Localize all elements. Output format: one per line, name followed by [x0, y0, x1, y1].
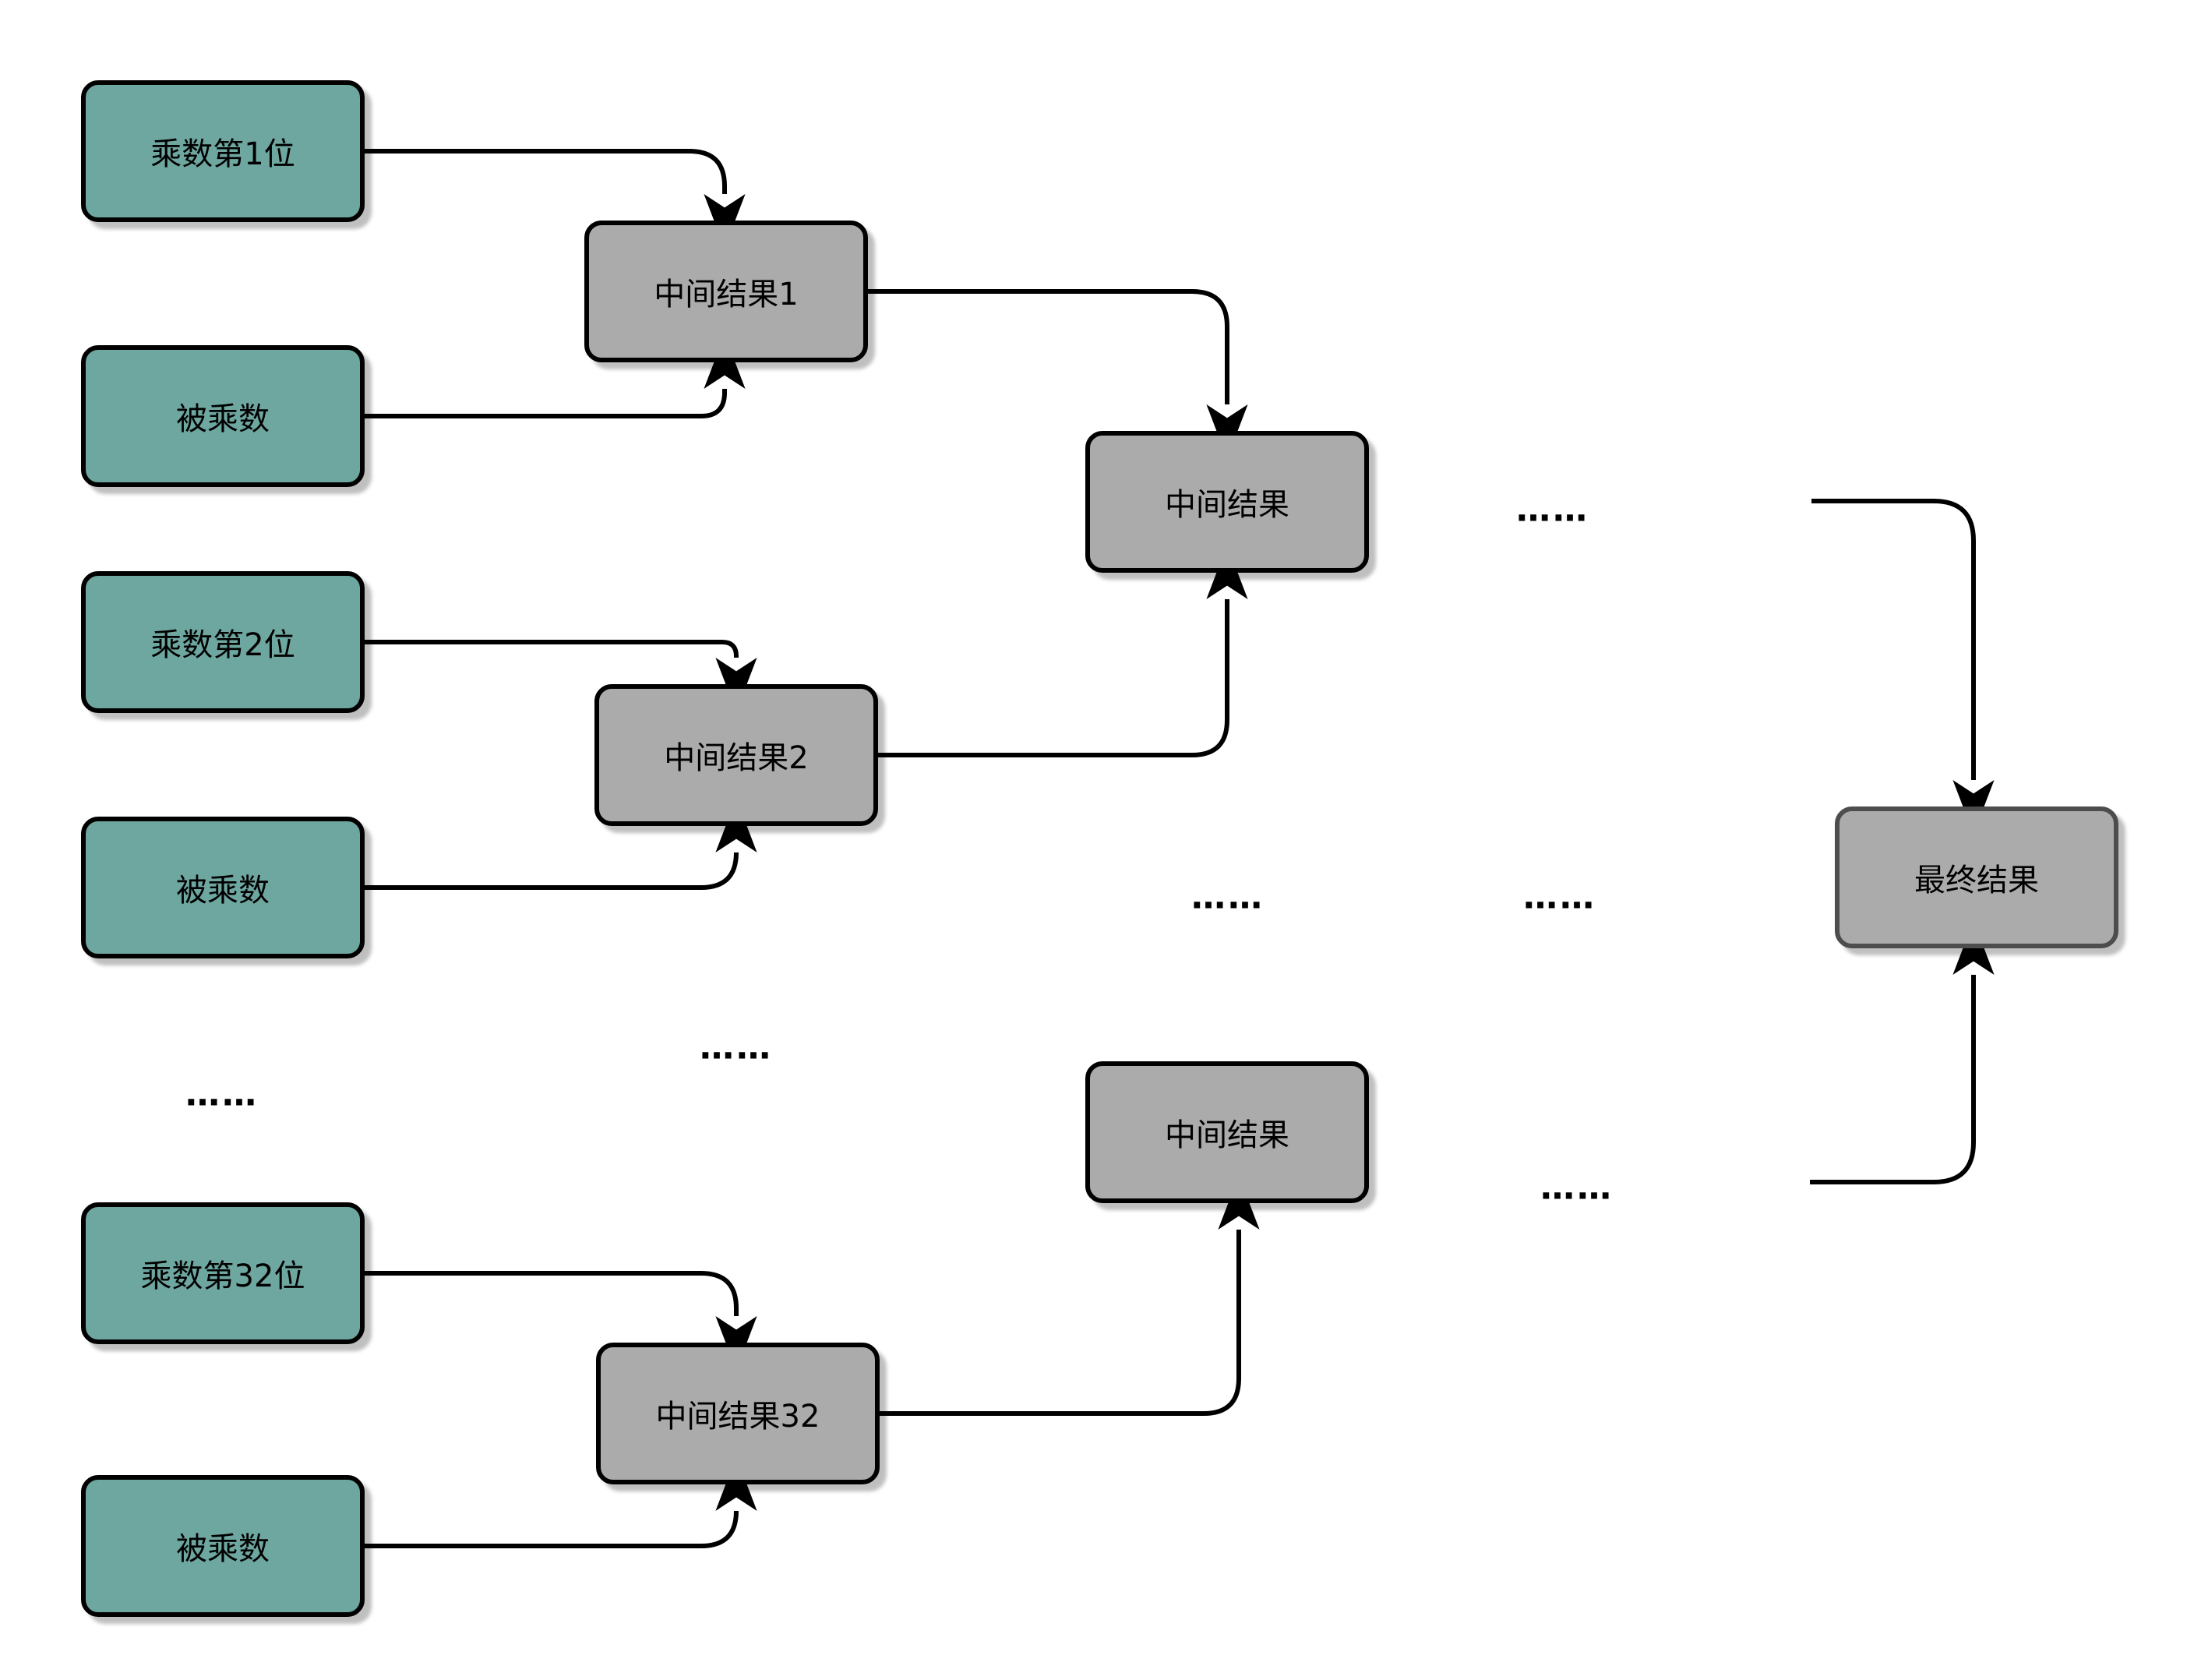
- edge-multiplier2-to-result2: [365, 640, 757, 712]
- node-intermediate-result-2: 中间结果2: [594, 684, 878, 826]
- edge-multiplier1-to-result1: [365, 149, 746, 249]
- ellipsis-left: ……: [185, 1074, 259, 1114]
- node-multiplier-bit-32: 乘数第32位: [81, 1202, 365, 1344]
- edge-multiplier32-to-result32: [365, 1271, 757, 1371]
- edge-multiplicand1-to-result1: [365, 334, 746, 418]
- node-intermediate-result-1: 中间结果1: [584, 221, 868, 362]
- ellipsis-middle-left: ……: [1191, 877, 1265, 917]
- node-intermediate-result-32: 中间结果32: [596, 1343, 880, 1484]
- node-multiplicand-1: 被乘数: [81, 345, 365, 487]
- edge-multiplicand3-to-result32: [365, 1456, 757, 1548]
- ellipsis-top-right: ……: [1516, 489, 1589, 530]
- node-multiplicand-3: 被乘数: [81, 1475, 365, 1617]
- node-intermediate-result-top: 中间结果: [1085, 431, 1369, 573]
- ellipsis-bottom-right: ……: [1540, 1167, 1614, 1208]
- ellipsis-center: ……: [700, 1027, 773, 1068]
- node-multiplicand-2: 被乘数: [81, 817, 365, 958]
- edge-result2-to-intermediate-top: [878, 545, 1248, 757]
- edge-bottom-to-final-result: [1810, 920, 1995, 1184]
- ellipsis-middle-right: ……: [1523, 877, 1596, 917]
- edge-multiplicand2-to-result2: [365, 798, 757, 890]
- edge-result32-to-intermediate-bottom: [880, 1175, 1260, 1416]
- edge-top-to-final-result: [1811, 499, 1995, 835]
- node-multiplier-bit-2: 乘数第2位: [81, 571, 365, 713]
- node-multiplier-bit-1: 乘数第1位: [81, 80, 365, 222]
- edge-result1-to-intermediate-top: [868, 289, 1248, 459]
- node-final-result: 最终结果: [1835, 806, 2118, 948]
- node-intermediate-result-bottom: 中间结果: [1085, 1061, 1369, 1203]
